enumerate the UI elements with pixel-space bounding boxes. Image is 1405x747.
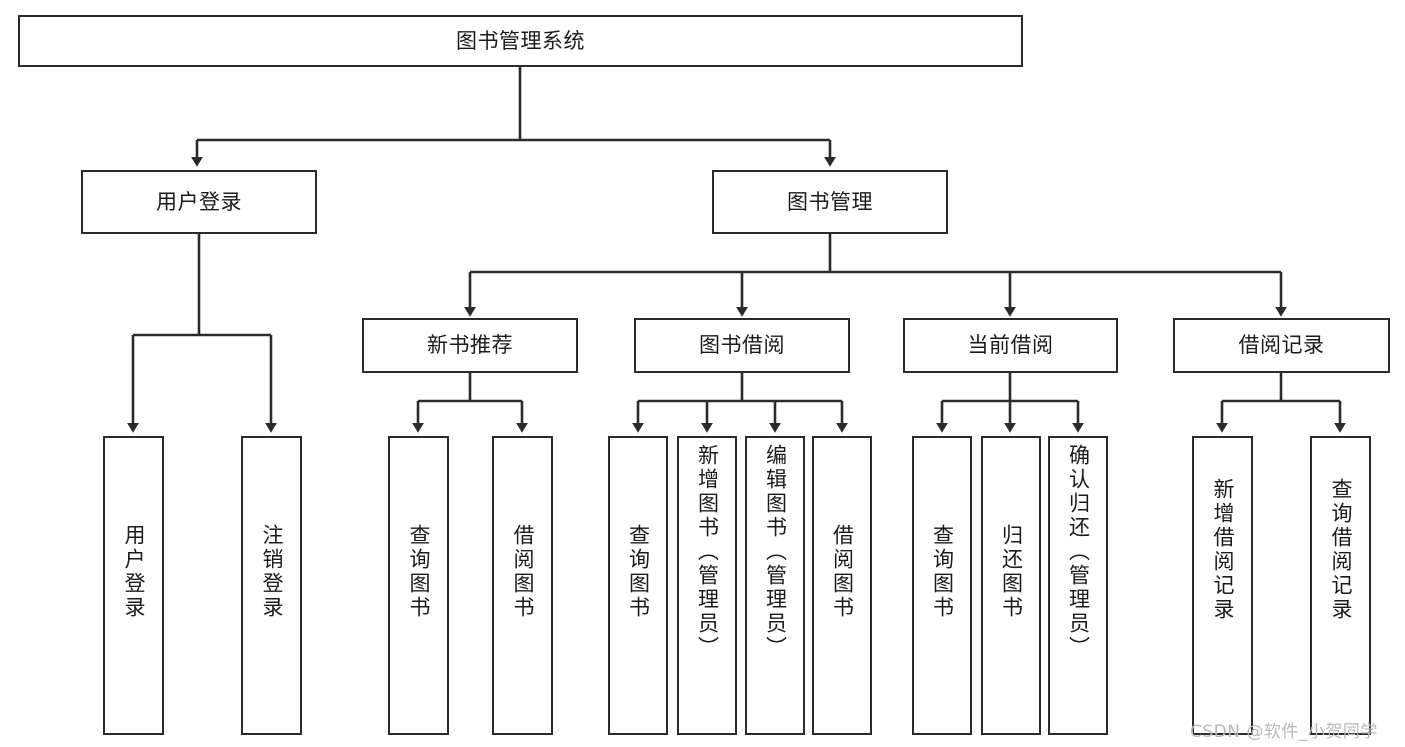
node-leaf-query-book-1[interactable]: 查询图书 xyxy=(388,436,449,735)
node-label: 查询图书 xyxy=(407,524,431,620)
node-leaf-borrow-book-1[interactable]: 借阅图书 xyxy=(492,436,553,735)
node-leaf-query-book-2[interactable]: 查询图书 xyxy=(608,436,668,735)
node-label: 借阅图书 xyxy=(830,524,855,620)
node-label: 查询图书 xyxy=(930,524,955,620)
node-label: 确认归还（管理员） xyxy=(1066,444,1091,660)
node-label: 编辑图书（管理员） xyxy=(763,444,788,660)
node-borrow-record[interactable]: 借阅记录 xyxy=(1173,318,1390,373)
node-book-management[interactable]: 图书管理 xyxy=(712,170,948,234)
csdn-watermark: CSDN @软件_小贺同学 xyxy=(1190,722,1378,742)
node-label: 新增借阅记录 xyxy=(1211,478,1235,622)
node-user-login[interactable]: 用户登录 xyxy=(81,170,317,234)
node-leaf-return-book[interactable]: 归还图书 xyxy=(981,436,1041,735)
node-label: 图书借阅 xyxy=(699,333,785,358)
node-leaf-borrow-book-2[interactable]: 借阅图书 xyxy=(812,436,872,735)
node-leaf-add-book[interactable]: 新增图书（管理员） xyxy=(677,436,737,735)
node-label: 新书推荐 xyxy=(427,333,513,358)
node-label: 归还图书 xyxy=(999,524,1024,620)
node-label: 借阅记录 xyxy=(1238,333,1325,358)
node-leaf-query-book-3[interactable]: 查询图书 xyxy=(912,436,972,735)
node-book-management-system[interactable]: 图书管理系统 xyxy=(18,15,1023,67)
node-label: 当前借阅 xyxy=(967,333,1054,358)
node-label: 查询借阅记录 xyxy=(1329,478,1353,622)
node-label: 用户登录 xyxy=(156,189,242,214)
node-label: 新增图书（管理员） xyxy=(695,444,720,660)
node-leaf-add-record[interactable]: 新增借阅记录 xyxy=(1192,436,1253,735)
node-current-borrow[interactable]: 当前借阅 xyxy=(903,318,1118,373)
node-label: 用户登录 xyxy=(122,524,146,620)
node-leaf-logout-login[interactable]: 注销登录 xyxy=(241,436,302,735)
node-new-book-recommend[interactable]: 新书推荐 xyxy=(362,318,578,373)
node-leaf-user-login[interactable]: 用户登录 xyxy=(103,436,164,735)
node-book-borrow[interactable]: 图书借阅 xyxy=(634,318,850,373)
node-label: 图书管理系统 xyxy=(456,28,585,53)
node-label: 查询图书 xyxy=(626,524,651,620)
node-leaf-confirm-return[interactable]: 确认归还（管理员） xyxy=(1048,436,1108,735)
node-leaf-edit-book[interactable]: 编辑图书（管理员） xyxy=(745,436,805,735)
node-leaf-query-record[interactable]: 查询借阅记录 xyxy=(1310,436,1371,735)
node-label: 注销登录 xyxy=(260,524,284,620)
node-label: 借阅图书 xyxy=(511,524,535,620)
node-label: 图书管理 xyxy=(787,189,873,214)
